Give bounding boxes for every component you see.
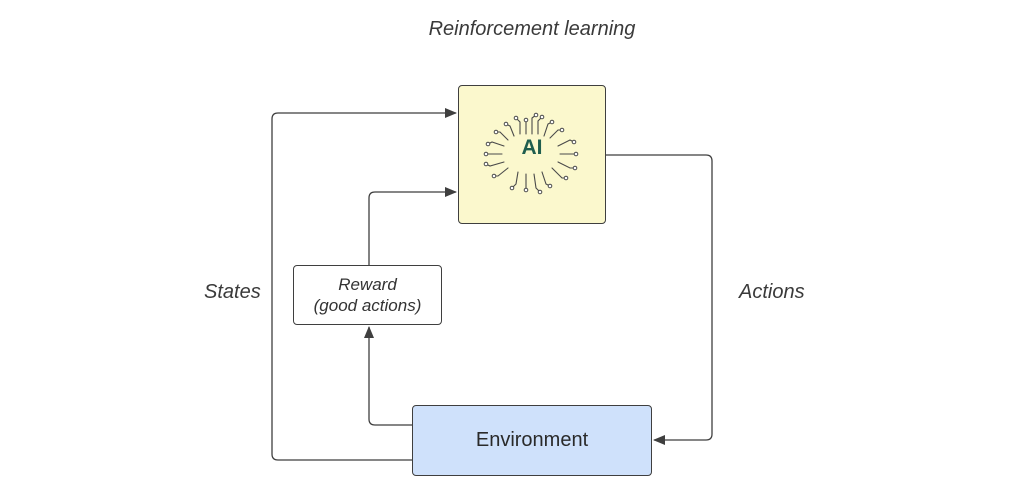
actions-connector (606, 154, 713, 445)
environment-node[interactable]: Environment (412, 405, 652, 476)
reward-to-ai-connector (368, 187, 457, 265)
states-connector (271, 108, 457, 461)
actions-edge-label: Actions (739, 281, 805, 303)
environment-label: Environment (475, 429, 589, 451)
reward-sublabel: (good actions) (313, 296, 422, 315)
reward-node[interactable]: Reward (good actions) (293, 265, 442, 325)
diagram-title: Reinforcement learning (428, 18, 636, 40)
ai-agent-node[interactable] (458, 85, 606, 224)
circuit-brain-icon (483, 112, 579, 195)
states-edge-label: States (204, 281, 261, 303)
ai-label: AI (521, 136, 543, 159)
environment-to-reward-connector (364, 326, 412, 426)
reward-label: Reward (338, 275, 397, 294)
